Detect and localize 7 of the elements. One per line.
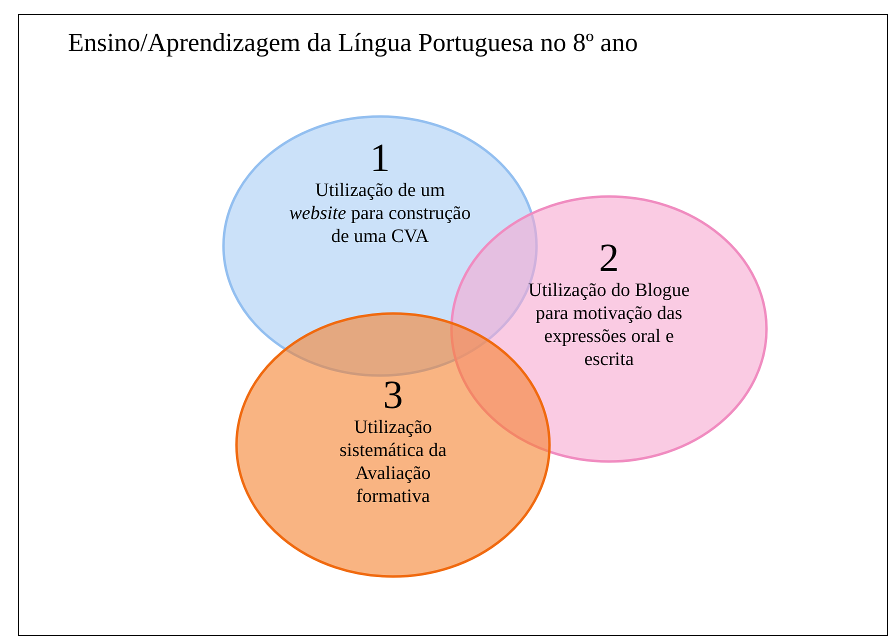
circle-text: Utilização sistemática da Avaliação formativa	[338, 416, 448, 508]
circle-text: Utilização do Blogue para motivação das expressões oral e escrita	[527, 279, 691, 371]
circle-number: 3	[383, 374, 403, 416]
circle-text: Utilização de um website para construção de uma CVA	[288, 179, 472, 248]
circle-number: 1	[370, 137, 390, 179]
circle-number: 2	[599, 237, 619, 279]
diagram-title: Ensino/Aprendizagem da Língua Portuguesa no 8º ano	[68, 28, 638, 58]
